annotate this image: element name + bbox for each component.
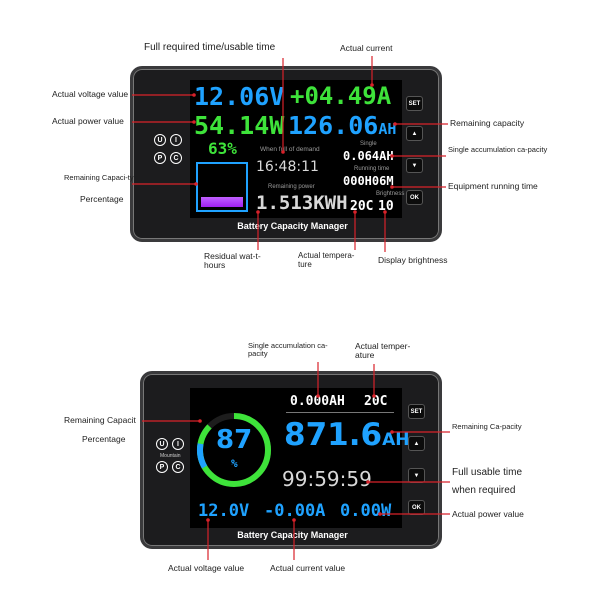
single-label: Single: [360, 141, 377, 147]
time-readout-bottom: 99:59:59: [282, 467, 372, 491]
up-arrow-icon: ▲: [411, 130, 418, 137]
annotation-full-usable: Full usable time: [452, 467, 523, 478]
annotation-percentage-bottom: Percentage: [82, 434, 126, 444]
annotation-residual: Residual wat-t-hours: [204, 251, 261, 271]
annotation-display-brightness: Display brightness: [378, 255, 448, 265]
annotation-actual-temp-bottom: Actual temper-ature: [355, 341, 411, 361]
current-readout: +04.49A: [290, 82, 392, 110]
p-indicator-icon-bottom: P: [156, 461, 168, 473]
voltage-readout: 12.06V: [194, 82, 285, 111]
ok-button-bottom[interactable]: OK: [408, 500, 425, 515]
c-indicator-icon: C: [170, 152, 182, 164]
annotation-actual-power-bottom: Actual power value: [452, 509, 524, 519]
percent-ring: [197, 413, 271, 488]
temperature-readout-bottom: 20C: [364, 394, 388, 409]
i-indicator-icon: I: [170, 134, 182, 146]
annotation-actual-current-bottom: Actual current value: [270, 563, 346, 573]
annotation-remaining-capacity: Remaining capacity: [450, 118, 525, 128]
annotation-remaining-capacity-bottom: Remaining Ca-pacity: [452, 422, 522, 431]
current-readout-bottom: -0.00A: [264, 501, 326, 521]
annotation-actual-current: Actual current: [340, 43, 393, 53]
down-arrow-icon: ▼: [413, 472, 420, 479]
single-readout-bottom: 0.000AH: [290, 394, 345, 409]
voltage-readout-bottom: 12.0V: [198, 501, 250, 521]
battery-gauge: [196, 162, 248, 212]
annotation-when-required: when required: [452, 485, 516, 496]
set-button-bottom[interactable]: SET: [408, 404, 425, 419]
capacity-readout: 126.06AH: [288, 111, 397, 140]
brand-label-top: Battery Capacity Manager: [237, 221, 348, 231]
battery-level-fill: [201, 197, 243, 207]
down-button-bottom[interactable]: ▼: [408, 468, 425, 483]
brightness-readout: 10: [378, 199, 394, 214]
running-readout: 000H06M: [343, 174, 394, 188]
single-readout: 0.064AH: [343, 149, 394, 163]
c-indicator-icon-bottom: C: [172, 461, 184, 473]
temperature-readout: 20C: [350, 199, 374, 214]
capacity-readout-bottom: 871.6AH: [284, 417, 410, 453]
annotation-remaining-capa: Remaining Capaci-ty: [64, 173, 134, 182]
annotation-equipment-time: Equipment running time: [448, 181, 538, 191]
i-indicator-icon-bottom: I: [172, 438, 184, 450]
when-full-label: When full of demand: [260, 146, 320, 153]
brand-label-bottom: Battery Capacity Manager: [237, 530, 348, 540]
up-button[interactable]: ▲: [406, 126, 423, 141]
ok-button[interactable]: OK: [406, 190, 423, 205]
time-readout: 16:48:11: [256, 159, 319, 175]
top-divider-line: [286, 412, 394, 413]
annotation-remaining-capacit: Remaining Capacit: [64, 415, 136, 425]
percent-readout-bottom: 87: [216, 425, 253, 455]
brightness-label: Brightness: [376, 191, 405, 197]
percent-readout: 63%: [208, 139, 237, 158]
annotation-single-accum: Single accumulation ca-pacity: [448, 145, 548, 154]
power-readout-bottom: 0.00W: [340, 501, 392, 521]
annotation-actual-voltage: Actual voltage value: [52, 89, 129, 99]
annotation-actual-voltage-bottom: Actual voltage value: [168, 563, 245, 573]
down-arrow-icon: ▼: [411, 162, 418, 169]
set-button[interactable]: SET: [406, 96, 423, 111]
annotation-single-accum-bottom: Single accumulation ca-pacity: [248, 341, 328, 359]
screen-bottom: [190, 388, 402, 528]
down-button[interactable]: ▼: [406, 158, 423, 173]
p-indicator-icon: P: [154, 152, 166, 164]
remaining-power-label: Remaining power: [268, 184, 315, 190]
power-readout: 54.14W: [194, 111, 285, 140]
annotation-percentage: Percentage: [80, 194, 124, 204]
indicator-caption: Mountain: [160, 453, 181, 459]
annotation-actual-temp: Actual tempera-ture: [298, 251, 355, 269]
percent-sign: %: [231, 457, 238, 470]
up-button-bottom[interactable]: ▲: [408, 436, 425, 451]
running-label: Running time: [354, 166, 390, 172]
percent-ring-accent: [197, 413, 271, 488]
up-arrow-icon: ▲: [413, 440, 420, 447]
energy-readout: 1.513KWH: [256, 192, 348, 214]
u-indicator-icon: U: [154, 134, 166, 146]
u-indicator-icon-bottom: U: [156, 438, 168, 450]
annotation-actual-power: Actual power value: [52, 116, 124, 126]
annotation-full-time: Full required time/usable time: [144, 42, 276, 53]
